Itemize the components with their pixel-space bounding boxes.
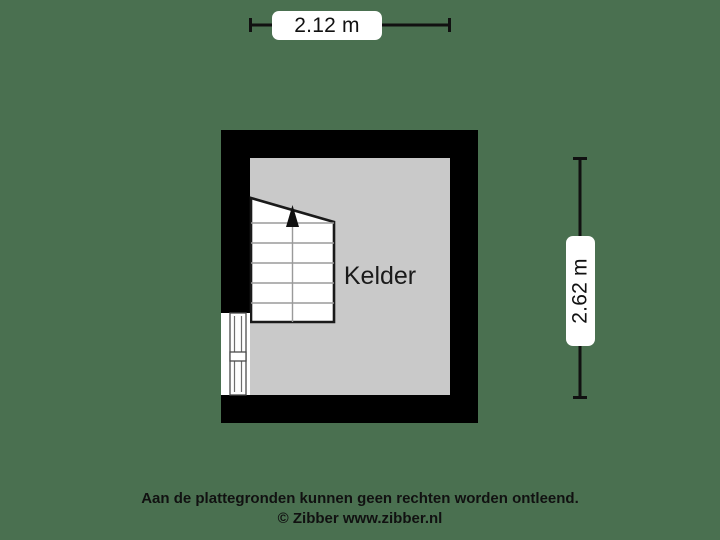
dimension-label-right: 2.62 m: [566, 236, 595, 346]
disclaimer-line-2: © Zibber www.zibber.nl: [277, 510, 443, 527]
staircase: [249, 196, 336, 324]
disclaimer-line-1: Aan de plattegronden kunnen geen rechten…: [141, 490, 579, 507]
staircase-up-arrow-icon: [286, 205, 299, 227]
room-label-kelder: Kelder: [343, 262, 417, 290]
dimension-label-right-text: 2.62 m: [568, 258, 592, 324]
window-left-wall: [221, 312, 250, 396]
dimension-label-top: 2.12 m: [272, 11, 382, 40]
dimension-label-top-text: 2.12 m: [294, 13, 360, 37]
disclaimer-footer: Aan de plattegronden kunnen geen rechten…: [0, 489, 720, 529]
